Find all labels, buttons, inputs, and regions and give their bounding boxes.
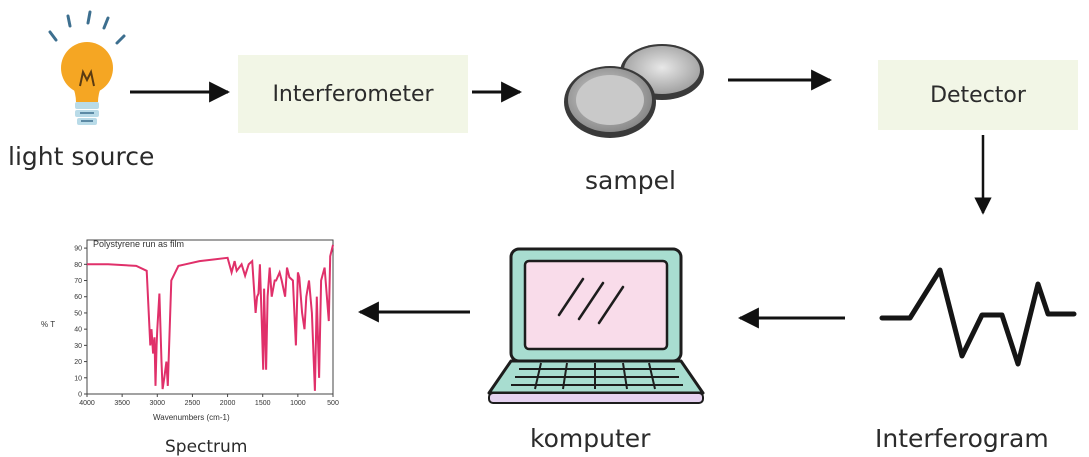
y-tick-label: 90 (74, 246, 82, 253)
interferogram-label: Interferogram (875, 424, 1049, 453)
spectrum-chart: 4000 3500 3000 2500 2000 1500 1000 500 0 10 20 30 40… (41, 239, 339, 422)
spectrum-y-axis-label: % T (41, 320, 55, 329)
y-tick-label: 40 (74, 327, 82, 334)
x-tick-label: 3000 (149, 400, 165, 407)
spectrum-label: Spectrum (165, 437, 248, 457)
detector-box: Detector (878, 60, 1078, 130)
x-tick-label: 2500 (185, 400, 201, 407)
waveform-icon (879, 267, 1077, 367)
sample-label: sampel (585, 166, 676, 195)
y-tick-label: 0 (78, 392, 82, 399)
interferometer-box: Interferometer (238, 55, 468, 133)
computer-label: komputer (530, 424, 651, 453)
y-tick-label: 20 (74, 359, 82, 366)
spectrum-plot-frame (86, 239, 334, 395)
x-tick-label: 4000 (79, 400, 95, 407)
spectrum-x-axis-label: Wavenumbers (cm-1) (153, 413, 230, 422)
interferometer-label: Interferometer (272, 81, 434, 107)
light-bulb-icon (48, 10, 126, 125)
x-tick-label: 3500 (114, 400, 130, 407)
x-tick-label: 1500 (255, 400, 271, 407)
spectrum-plot-title: Polystyrene run as film (93, 239, 184, 249)
x-tick-label: 500 (327, 400, 339, 407)
y-tick-label: 10 (74, 375, 82, 382)
x-tick-label: 2000 (220, 400, 236, 407)
laptop-icon (487, 247, 705, 404)
y-tick-label: 60 (74, 294, 82, 301)
detector-label: Detector (930, 82, 1026, 108)
light-source-label: light source (8, 142, 155, 171)
x-tick-label: 1000 (290, 400, 306, 407)
y-tick-label: 30 (74, 343, 82, 350)
y-tick-label: 70 (74, 278, 82, 285)
spectrum-series-line (87, 244, 334, 391)
y-tick-label: 50 (74, 310, 82, 317)
sample-dish-icon (564, 44, 704, 138)
y-tick-label: 80 (74, 262, 82, 269)
